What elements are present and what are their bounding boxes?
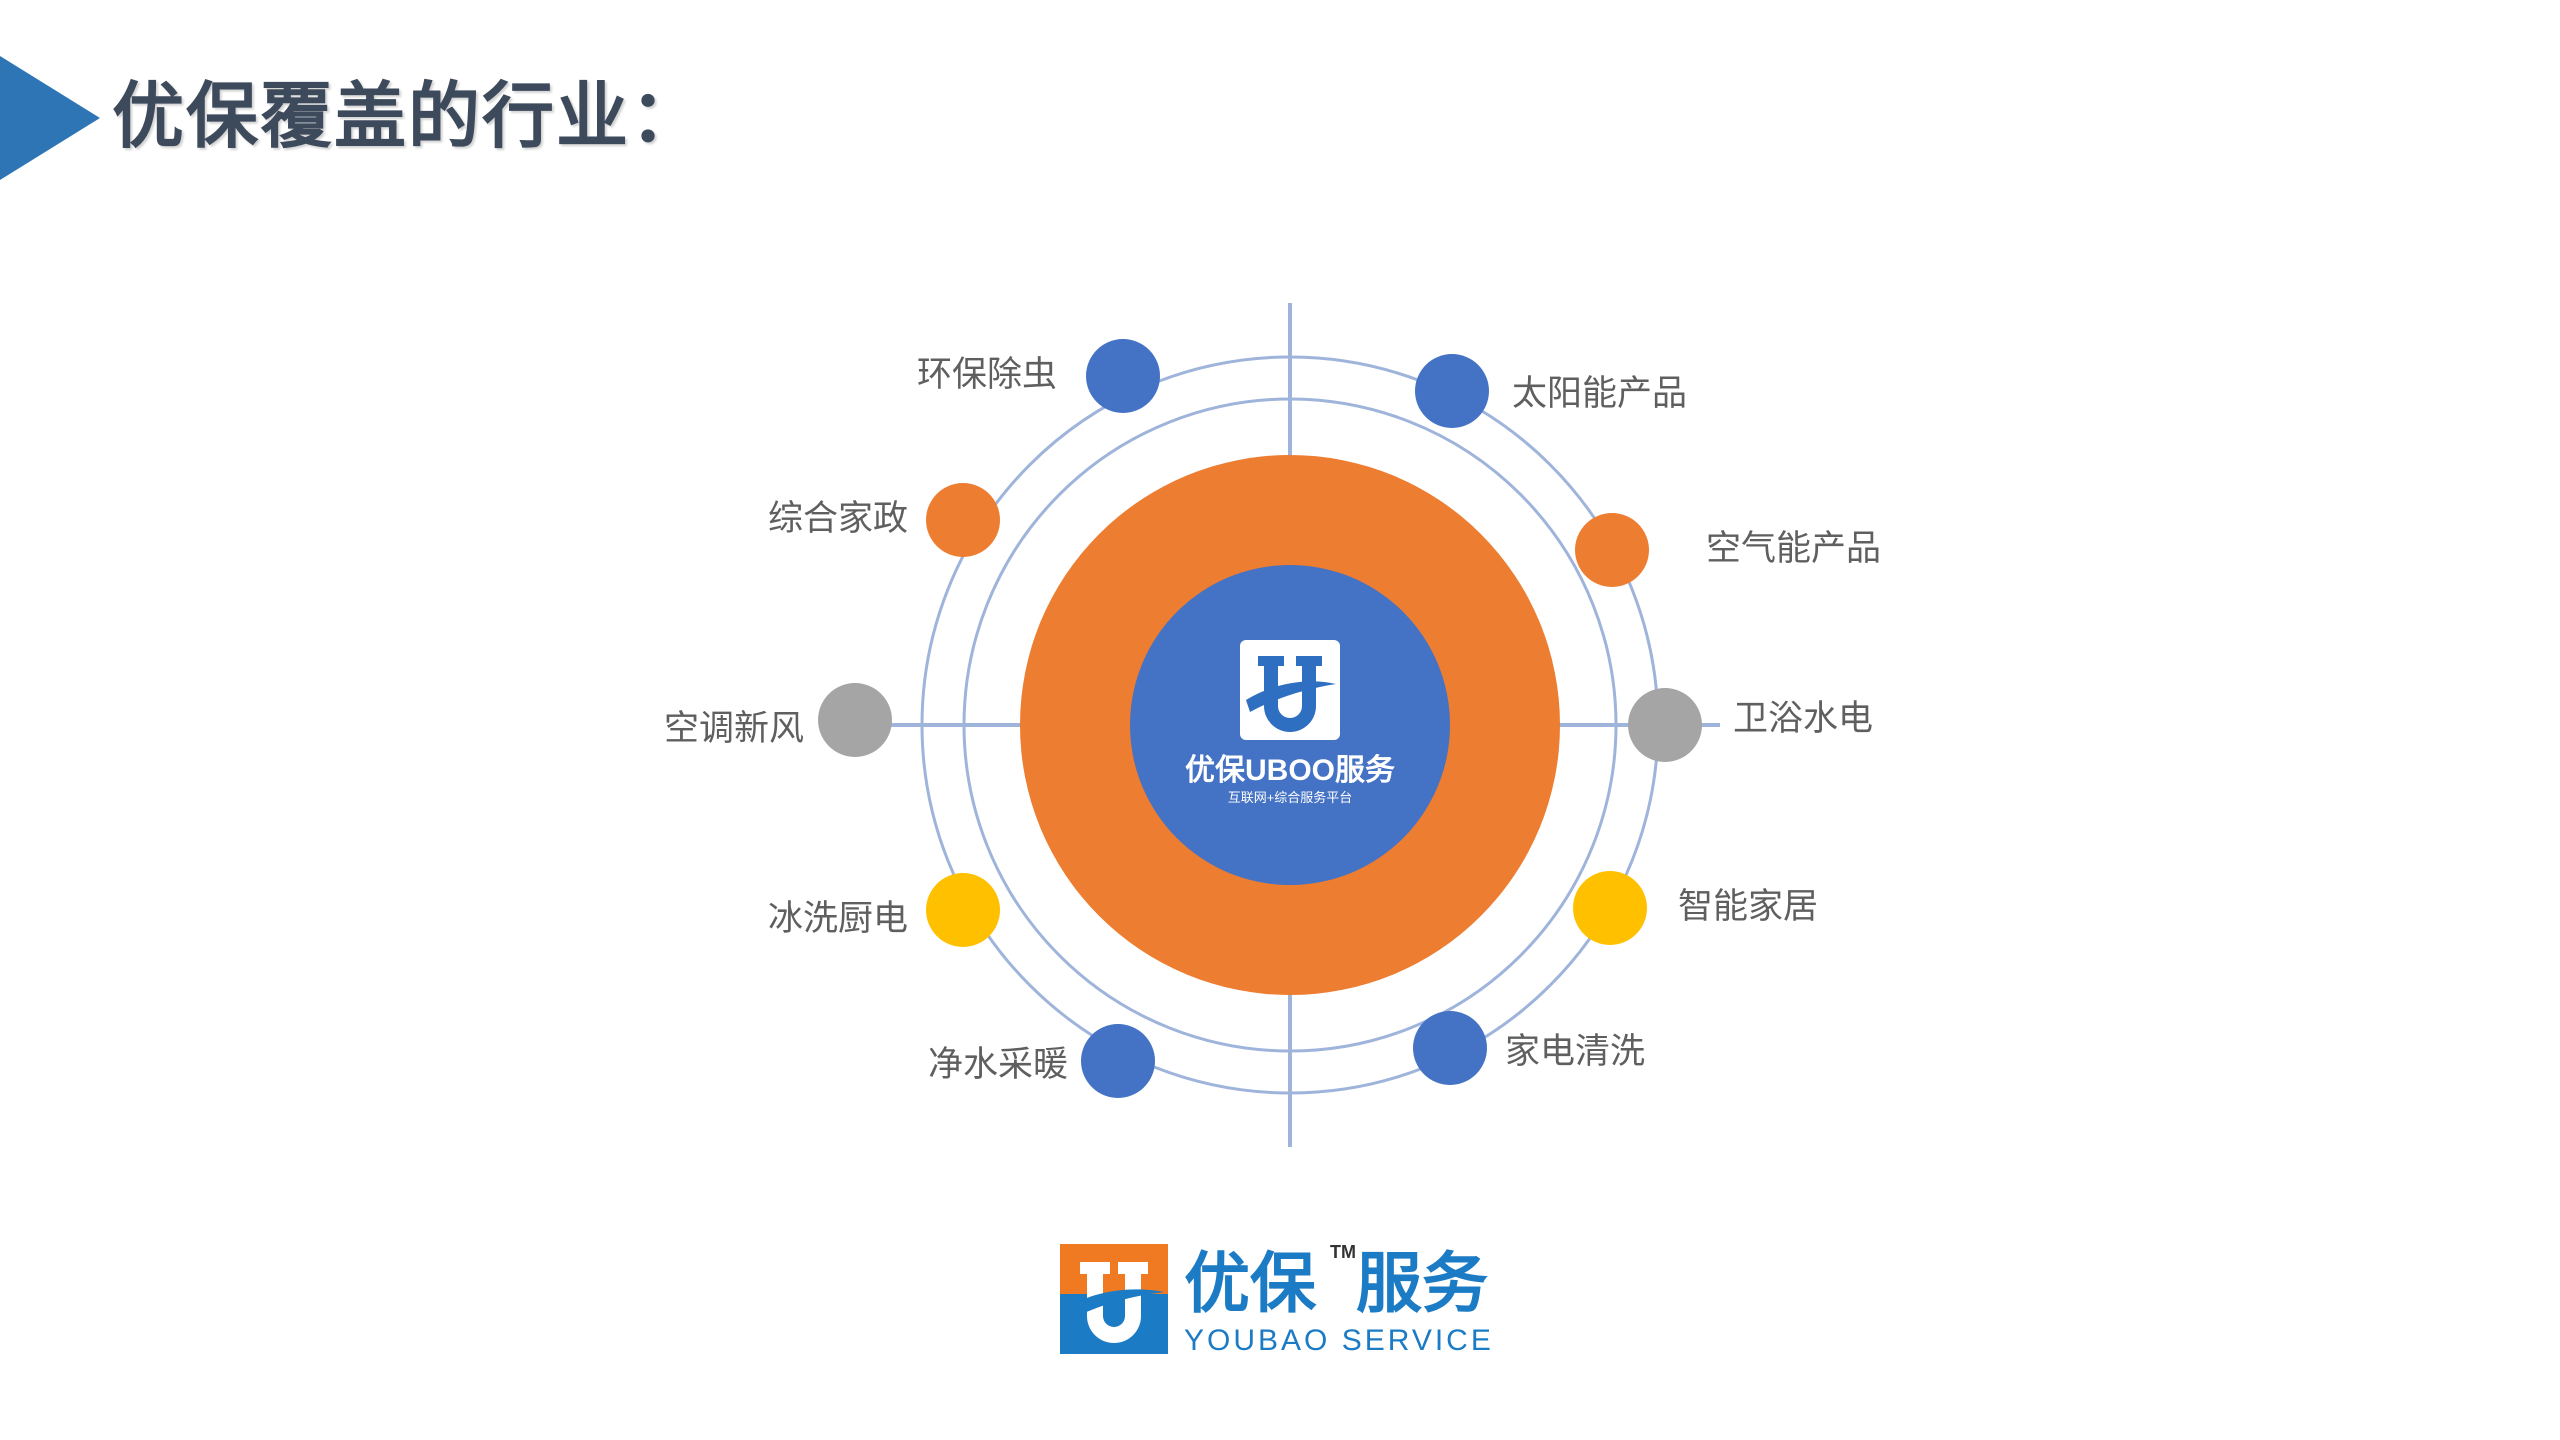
- node-label-环保除虫: 环保除虫: [917, 355, 1057, 394]
- footer-logo-cn-text-2: 服务: [1356, 1246, 1488, 1320]
- center-logo-icon: [1240, 640, 1340, 740]
- title-arrow-icon: [0, 56, 100, 180]
- footer-logo-tm: TM: [1330, 1242, 1356, 1262]
- node-label-空调新风: 空调新风: [664, 709, 804, 748]
- node-label-综合家政: 综合家政: [768, 499, 908, 538]
- node-label-家电清洗: 家电清洗: [1505, 1032, 1645, 1071]
- node-label-太阳能产品: 太阳能产品: [1512, 374, 1687, 413]
- node-circle-卫浴水电: [1628, 688, 1702, 762]
- page-title: 优保覆盖的行业：: [112, 77, 705, 157]
- node-circle-家电清洗: [1413, 1011, 1487, 1085]
- node-label-冰洗厨电: 冰洗厨电: [768, 899, 908, 938]
- node-label-净水采暖: 净水采暖: [928, 1045, 1068, 1084]
- footer-u-logo-icon: [1060, 1244, 1168, 1354]
- footer-brand-logo: 优保 TM 服务 YOUBAO SERVICE: [1060, 1242, 1494, 1357]
- node-circle-冰洗厨电: [926, 873, 1000, 947]
- node-label-空气能产品: 空气能产品: [1706, 529, 1881, 568]
- node-circle-太阳能产品: [1415, 354, 1489, 428]
- node-circle-空气能产品: [1575, 513, 1649, 587]
- node-circle-智能家居: [1573, 871, 1647, 945]
- inner-ring: [962, 397, 1618, 1053]
- center-platform-name: 优保UBOO服务: [1185, 754, 1395, 787]
- node-circle-净水采暖: [1081, 1024, 1155, 1098]
- node-circle-综合家政: [926, 483, 1000, 557]
- node-label-智能家居: 智能家居: [1678, 887, 1818, 926]
- node-circle-环保除虫: [1086, 339, 1160, 413]
- node-label-卫浴水电: 卫浴水电: [1733, 699, 1873, 738]
- center-platform-tagline: 互联网+综合服务平台: [1228, 790, 1353, 805]
- footer-logo-cn-text: 优保: [1184, 1246, 1317, 1320]
- node-circle-空调新风: [818, 683, 892, 757]
- footer-logo-en-text: YOUBAO SERVICE: [1184, 1324, 1494, 1357]
